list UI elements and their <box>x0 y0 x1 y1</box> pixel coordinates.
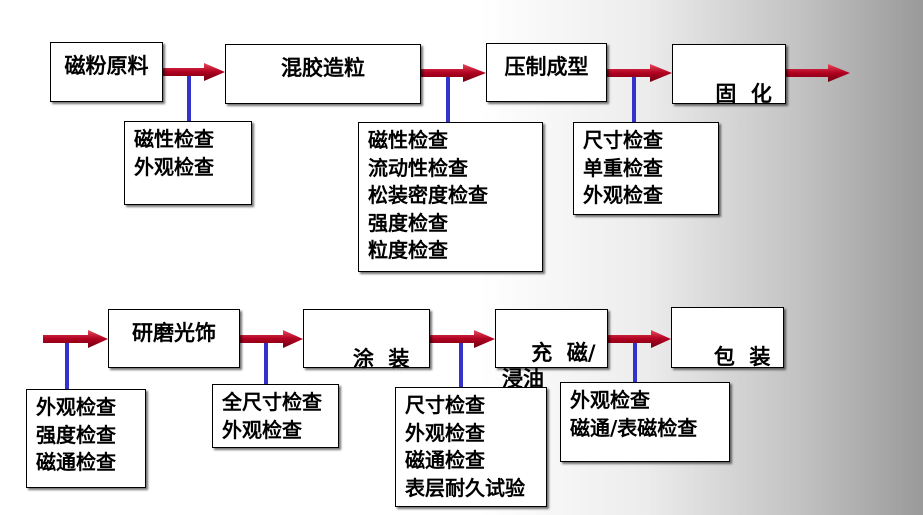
process-step-grinding-polishing: 研磨光饰 <box>108 309 240 368</box>
check-item: 尺寸检查 <box>405 393 485 417</box>
process-step-mixing-granulation: 混胶造粒 <box>225 44 421 104</box>
check-item: 磁性检查 <box>134 127 214 151</box>
check-item: 强度检查 <box>36 422 116 447</box>
step-label: 固 化 <box>715 82 772 106</box>
flow-arrow <box>43 330 108 348</box>
step-label: 包 装 <box>713 345 771 369</box>
step-label: 混胶造粒 <box>281 56 365 80</box>
check-item: 外观检查 <box>405 420 485 445</box>
check-list-packaging: 外观检查 磁通/表磁检查 <box>560 382 730 462</box>
step-label: 磁粉原料 <box>64 54 149 78</box>
process-step-magnetizing-oil: 充 磁/浸油 <box>495 309 608 391</box>
check-list-magnetizing-oil: 尺寸检查 外观检查 磁通检查 表层耐久试验 <box>395 387 547 507</box>
check-item: 单重检查 <box>583 155 663 180</box>
check-item: 表层耐久试验 <box>405 475 525 500</box>
check-list-grinding-polishing: 外观检查 强度检查 磁通检查 <box>26 389 146 488</box>
check-item: 松装密度检查 <box>368 183 488 207</box>
flow-arrow <box>163 63 225 81</box>
process-step-curing: 固 化 <box>672 44 786 106</box>
check-list-mixing-granulation: 磁性检查 流动性检查 松装密度检查 强度检查 粒度检查 <box>358 122 543 272</box>
process-step-coating: 涂 装 <box>303 309 430 371</box>
check-item: 磁通/表磁检查 <box>570 415 698 440</box>
check-item: 外观检查 <box>36 395 116 419</box>
check-list-press-forming: 尺寸检查 单重检查 外观检查 <box>573 122 719 215</box>
check-item: 流动性检查 <box>368 155 468 180</box>
process-step-packaging: 包 装 <box>671 307 784 369</box>
check-item: 外观检查 <box>222 417 302 442</box>
check-list-coating: 全尺寸检查 外观检查 <box>212 384 339 448</box>
check-item: 磁通检查 <box>405 448 485 472</box>
check-item: 外观检查 <box>134 154 214 179</box>
flow-arrow <box>608 330 671 348</box>
check-item: 外观检查 <box>583 183 663 207</box>
flow-arrow <box>786 64 850 82</box>
step-label: 研磨光饰 <box>132 321 216 345</box>
check-item: 强度检查 <box>368 210 448 235</box>
check-item: 磁通检查 <box>36 450 116 474</box>
check-list-magnetic-powder: 磁性检查 外观检查 <box>124 121 252 205</box>
process-step-press-forming: 压制成型 <box>486 43 607 102</box>
check-item: 尺寸检查 <box>583 128 663 152</box>
step-label: 压制成型 <box>504 55 589 79</box>
check-item: 磁性检查 <box>368 128 448 152</box>
check-item: 粒度检查 <box>368 238 448 262</box>
flow-arrow <box>607 64 672 82</box>
flow-arrow <box>421 64 486 82</box>
check-item: 外观检查 <box>570 388 650 412</box>
flow-arrow <box>240 330 303 348</box>
flow-arrow <box>430 330 495 348</box>
process-step-magnetic-powder: 磁粉原料 <box>50 42 163 102</box>
step-label: 涂 装 <box>352 347 410 371</box>
check-item: 全尺寸检查 <box>222 390 322 414</box>
